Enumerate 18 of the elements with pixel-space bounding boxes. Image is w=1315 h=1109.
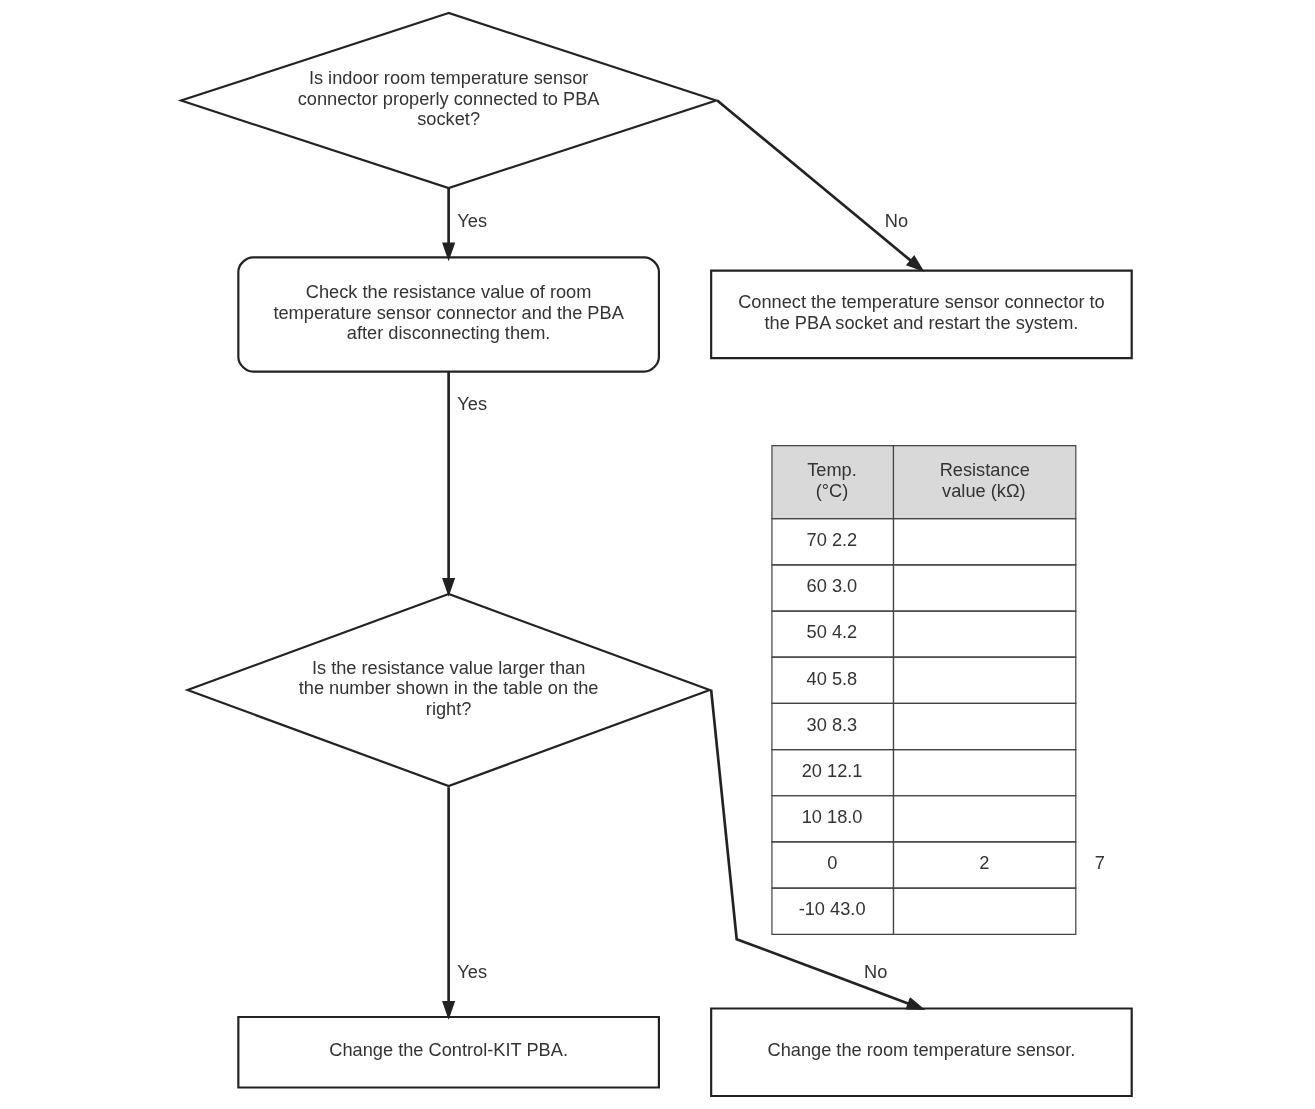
label: 20 12.1 <box>801 759 863 781</box>
edge-label: Yes <box>457 961 488 983</box>
label: 2 <box>979 852 990 874</box>
label: Resistance value (kΩ) <box>939 459 1030 501</box>
label: 10 18.0 <box>801 806 863 828</box>
label: 0 <box>827 852 838 874</box>
edge-label: No <box>884 209 909 231</box>
label: Temp. (°C) <box>807 459 857 501</box>
label: 40 5.8 <box>806 667 858 689</box>
label: 70 2.2 <box>806 528 858 550</box>
label: 30 8.3 <box>806 713 858 735</box>
edge-label: Yes <box>457 393 488 415</box>
label: 50 4.2 <box>806 621 858 643</box>
edge-label: No <box>864 961 888 983</box>
label: 7 <box>1094 852 1105 874</box>
label: -10 43.0 <box>798 898 866 920</box>
label: 60 3.0 <box>806 575 858 597</box>
edge-label: Yes <box>457 209 488 231</box>
